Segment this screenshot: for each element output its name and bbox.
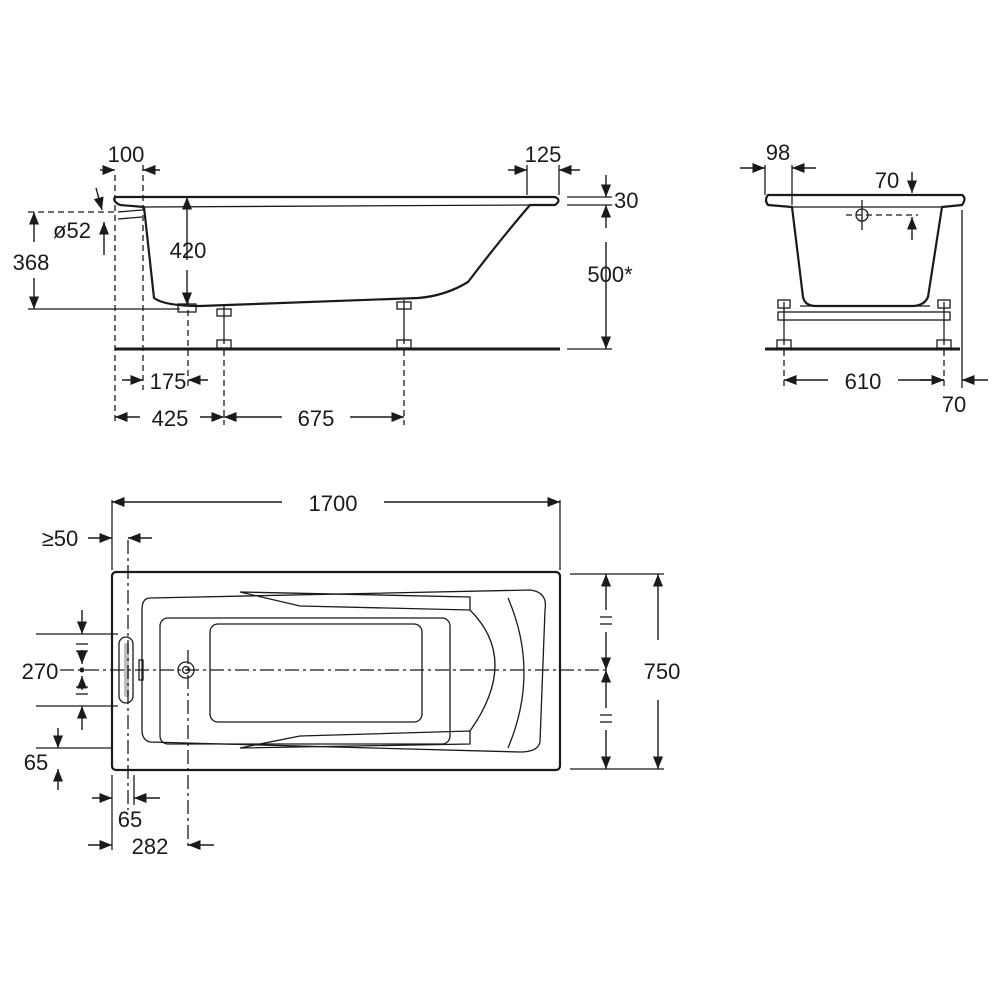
dim-drain-position-label: 282: [132, 834, 169, 859]
end-leg-left: [776, 299, 792, 349]
end-tub-outline: [764, 193, 966, 308]
side-overflow-fitting: [117, 209, 143, 220]
dim-corner-offset-horizontal-label: 65: [118, 807, 142, 832]
plan-anti-slip-area: [209, 623, 423, 723]
dim-overflow-height-label: 368: [13, 250, 50, 275]
dim-inner-depth-label: 420: [170, 238, 207, 263]
dim-end-rim-width-label: 98: [766, 140, 790, 165]
plan-floor-panel: [159, 617, 451, 745]
dim-plan-length-label: 1700: [309, 491, 358, 516]
dim-52-arrow-top: [93, 187, 104, 211]
dim-leg-left-label: 425: [152, 406, 189, 431]
plan-outer-rim: [110, 570, 562, 772]
dim-end-leg-width-label: 610: [845, 369, 882, 394]
equal-mark-bottom: [600, 714, 612, 723]
equal-mark-270-bottom: [76, 686, 88, 695]
end-view: 98 70 610 70: [740, 140, 988, 417]
equal-mark-top: [600, 616, 612, 625]
dim-total-height-label: 500*: [587, 262, 633, 287]
dim-rim-right-label: 125: [525, 142, 562, 167]
equal-mark-270-top: [76, 643, 88, 652]
plan-inner-basin: [141, 589, 547, 753]
dim-end-overflow-offset-label: 70: [875, 168, 899, 193]
dim-wall-clearance-label: ≥50: [42, 526, 79, 551]
dim-rim-thickness-label: 30: [614, 188, 638, 213]
dim-drain-offset-label: 175: [150, 369, 187, 394]
side-view: 100 125 30 500* 420 368 ø52 175 425: [13, 142, 639, 431]
side-tub-outline: [113, 195, 560, 308]
side-leg-right: [396, 300, 412, 349]
dim-leg-spacing-label: 675: [298, 406, 335, 431]
dim-overflow-diameter-label: ø52: [53, 218, 91, 243]
dim-end-foot-offset-label: 70: [942, 392, 966, 417]
plan-backrest-curve: [469, 609, 496, 732]
dim-corner-offset-vertical-label: 65: [24, 750, 48, 775]
end-leg-right: [936, 299, 952, 349]
plan-grip-top: [239, 591, 471, 611]
end-support-frame: [777, 311, 951, 321]
plan-view: 1700 ≥50 750 270: [22, 491, 681, 859]
side-rim-inner-line: [143, 204, 531, 208]
side-leg-left: [216, 306, 232, 349]
dim-overflow-spacing-label: 270: [22, 659, 59, 684]
dim-plan-width-label: 750: [644, 659, 681, 684]
dim-rim-left-label: 100: [108, 142, 145, 167]
